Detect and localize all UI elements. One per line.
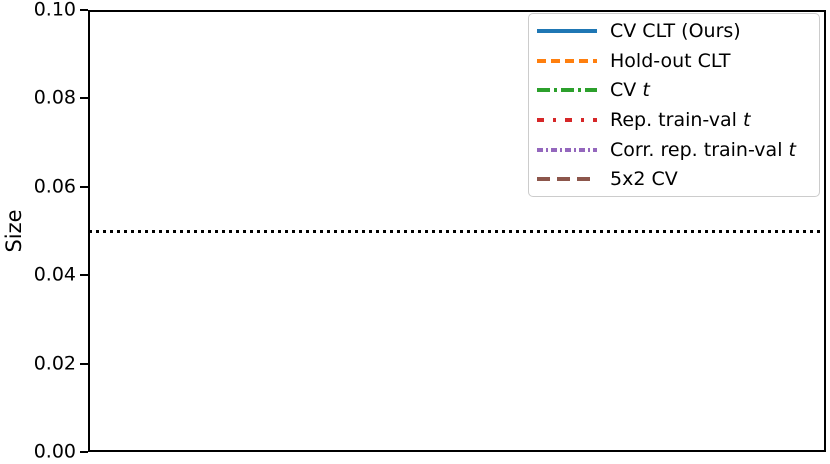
legend-entry: CV t	[537, 75, 819, 105]
y-axis-label: Size	[2, 209, 26, 253]
y-tick-label: 0.04	[33, 263, 76, 286]
legend-label-italic: t	[788, 138, 796, 161]
y-tick-label: 0.00	[33, 440, 76, 463]
y-tick-mark	[80, 274, 88, 277]
y-tick-mark	[80, 362, 88, 365]
legend-line-sample	[537, 147, 597, 152]
legend-line-sample	[537, 28, 597, 33]
legend-entry: Corr. rep. train-val t	[537, 135, 819, 165]
legend-line-sample	[537, 117, 597, 122]
legend-line-sample	[537, 177, 597, 182]
legend-entry: 5x2 CV	[537, 164, 819, 194]
legend-label: CV CLT (Ours)	[610, 19, 741, 42]
legend-label: Corr. rep. train-val t	[610, 138, 796, 161]
legend-line-sample	[537, 88, 597, 93]
legend-label: Rep. train-val t	[610, 108, 751, 131]
legend-label-italic: t	[742, 108, 751, 131]
legend-label: CV t	[610, 79, 650, 102]
legend-label: Hold-out CLT	[610, 49, 731, 72]
legend-label-italic: t	[642, 79, 650, 102]
y-tick-mark	[80, 97, 88, 100]
y-tick-label: 0.02	[33, 352, 76, 375]
y-tick-label: 0.10	[33, 0, 76, 21]
legend-entry: CV CLT (Ours)	[537, 16, 819, 46]
legend-entry: Hold-out CLT	[537, 46, 819, 76]
legend-entry: Rep. train-val t	[537, 105, 819, 135]
legend-line-sample	[537, 58, 597, 63]
y-tick-label: 0.06	[33, 175, 76, 198]
y-tick-mark	[80, 451, 88, 453]
reference-line	[89, 229, 826, 233]
legend: CV CLT (Ours) Hold-out CLT CV t Rep. train-…	[528, 13, 820, 197]
legend-label: 5x2 CV	[610, 168, 678, 191]
y-tick-mark	[80, 9, 88, 11]
y-tick-mark	[80, 185, 88, 188]
y-tick-label: 0.08	[33, 86, 76, 109]
